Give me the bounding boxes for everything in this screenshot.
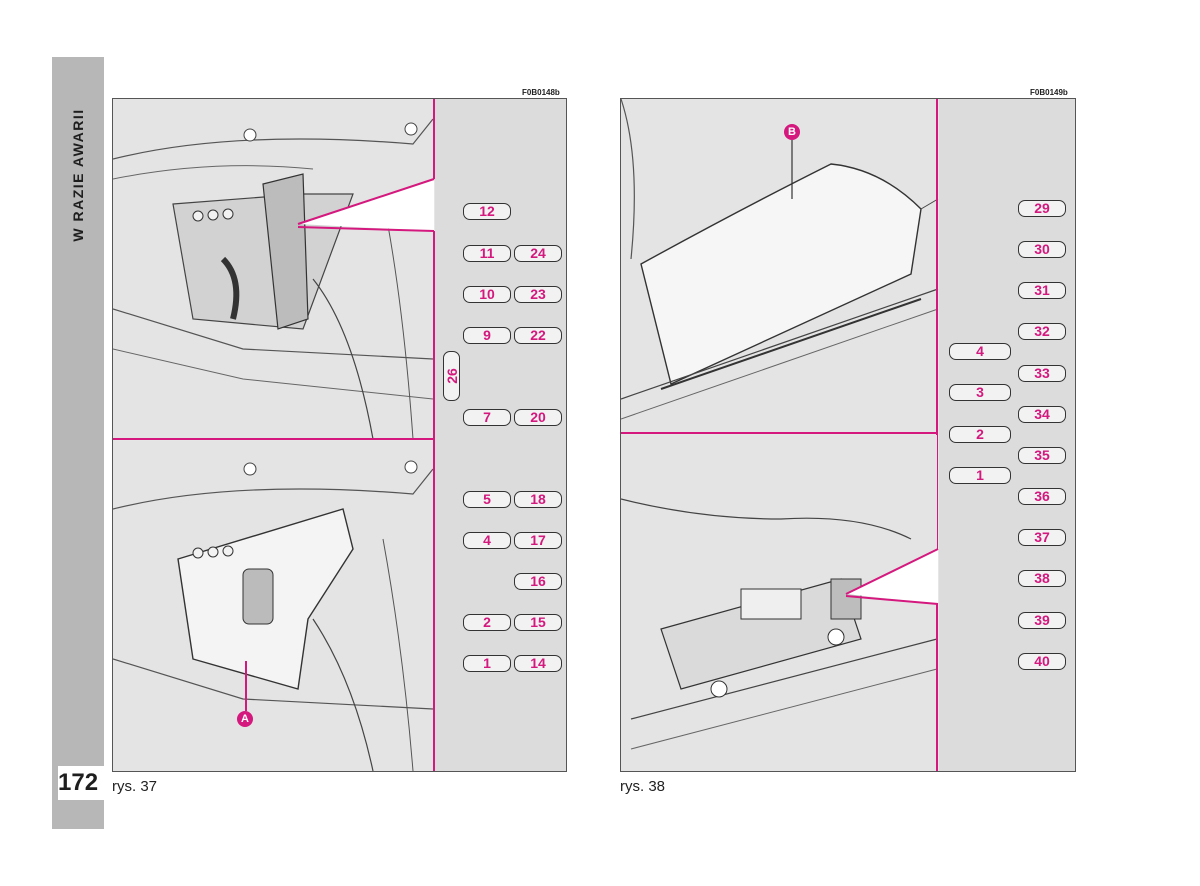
fuse-slot: 5 <box>463 491 511 508</box>
fuse-slot: 31 <box>1018 282 1066 299</box>
fuse-slot: 17 <box>514 532 562 549</box>
fuse-slot-large: 3 <box>949 384 1011 401</box>
fuse-slot-large: 2 <box>949 426 1011 443</box>
illustration-engine-bay-fusebox <box>621 99 939 771</box>
fuse-slot: 2 <box>463 614 511 631</box>
fuse-slot: 7 <box>463 409 511 426</box>
section-title: W RAZIE AWARII <box>70 108 86 242</box>
fuse-slot: 1 <box>463 655 511 672</box>
fuse-slot: 39 <box>1018 612 1066 629</box>
illustration-dashboard-fusebox <box>113 99 435 771</box>
fuse-slot: 33 <box>1018 365 1066 382</box>
fuse-slot: 4 <box>463 532 511 549</box>
section-tab <box>52 57 104 829</box>
fuse-slot: 35 <box>1018 447 1066 464</box>
callout-marker-a: A <box>237 711 253 727</box>
fuse-slot: 37 <box>1018 529 1066 546</box>
fuse-slot: 32 <box>1018 323 1066 340</box>
fuse-slot: 9 <box>463 327 511 344</box>
fuse-slot: 11 <box>463 245 511 262</box>
fuse-slot: 40 <box>1018 653 1066 670</box>
fuse-slot: 10 <box>463 286 511 303</box>
figure-code-left: F0B0148b <box>522 88 560 97</box>
figure-caption-right: rys. 38 <box>620 778 666 795</box>
fuse-slot: 18 <box>514 491 562 508</box>
fuse-slot: 23 <box>514 286 562 303</box>
figure-fuse-box-right: 4 3 2 1 29 30 31 32 33 34 35 36 37 38 39… <box>620 98 1076 772</box>
fuse-slot-large: 4 <box>949 343 1011 360</box>
figure-fuse-box-left: 12 11 24 10 23 9 22 26 7 20 5 18 4 17 16… <box>112 98 567 772</box>
fuse-slot: 22 <box>514 327 562 344</box>
fuse-slot: 16 <box>514 573 562 590</box>
figure-caption-left: rys. 37 <box>112 778 158 795</box>
fuse-slot: 14 <box>514 655 562 672</box>
fuse-slot-vertical: 26 <box>443 351 460 401</box>
fuse-slot: 29 <box>1018 200 1066 217</box>
fuse-slot: 36 <box>1018 488 1066 505</box>
fuse-slot: 38 <box>1018 570 1066 587</box>
fuse-slot: 34 <box>1018 406 1066 423</box>
callout-marker-b: B <box>784 124 800 140</box>
fuse-slot: 12 <box>463 203 511 220</box>
fuse-label: 26 <box>443 368 460 384</box>
fuse-slot: 30 <box>1018 241 1066 258</box>
fuse-slot: 20 <box>514 409 562 426</box>
fuse-slot: 15 <box>514 614 562 631</box>
fuse-slot-large: 1 <box>949 467 1011 484</box>
page-number: 172 <box>58 766 104 800</box>
fuse-slot: 24 <box>514 245 562 262</box>
figure-code-right: F0B0149b <box>1030 88 1068 97</box>
